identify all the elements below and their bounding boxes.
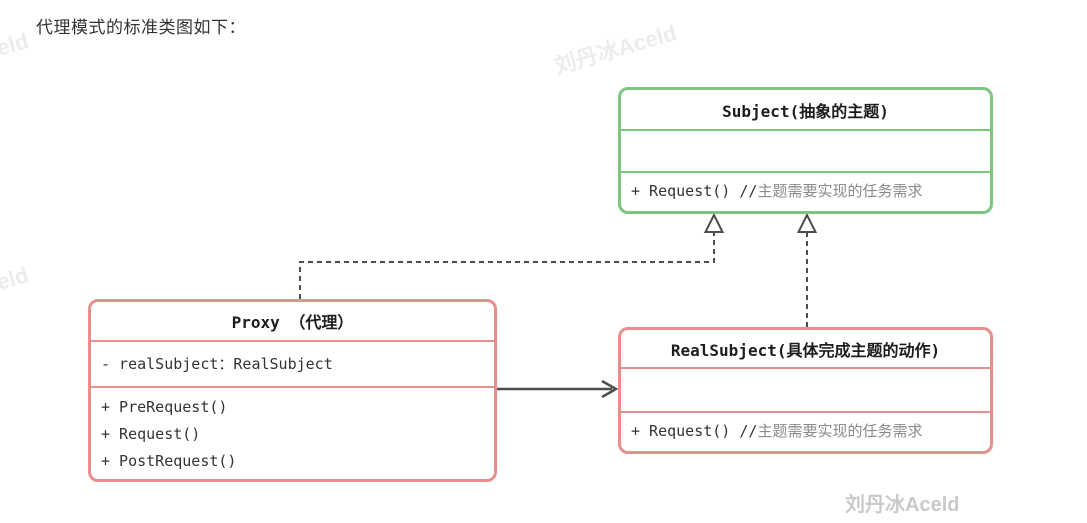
method-comment: 主题需要实现的任务需求	[757, 184, 923, 200]
realization-line-proxy-to-subject	[299, 233, 715, 299]
method-code: + Request() //	[631, 422, 758, 440]
class-attributes: - realSubject：RealSubject	[91, 340, 494, 386]
class-title: Proxy （代理）	[231, 313, 354, 332]
class-attributes-empty	[621, 367, 990, 411]
class-title: Subject(抽象的主题)	[722, 101, 889, 121]
uml-class-proxy: Proxy （代理） - realSubject：RealSubject + P…	[88, 299, 497, 482]
class-title: RealSubject(具体完成主题的动作)	[670, 340, 941, 360]
method-line: + Request()	[101, 421, 494, 448]
method-code: + PostRequest()	[101, 452, 237, 470]
method-line: + PostRequest()	[101, 448, 494, 475]
hollow-triangle-arrowhead	[796, 212, 818, 233]
method-comment: 主题需要实现的任务需求	[757, 424, 923, 440]
uml-class-subject: Subject(抽象的主题) + Request() //主题需要实现的任务需求	[618, 87, 993, 214]
method-line: + PreRequest()	[101, 394, 494, 421]
method-code: + Request()	[101, 425, 201, 443]
method-code: + Request() //	[631, 182, 758, 200]
attribute-code: - realSubject：RealSubject	[101, 354, 333, 373]
page-title: 代理模式的标准类图如下：	[36, 18, 246, 37]
hollow-triangle-arrowhead	[703, 212, 725, 233]
open-arrowhead	[601, 379, 619, 399]
method-line: + Request() //主题需要实现的任务需求	[631, 178, 990, 206]
attribute-line: - realSubject：RealSubject	[101, 351, 494, 378]
watermark-author: 刘丹冰Aceld	[845, 494, 960, 516]
class-methods: + Request() //主题需要实现的任务需求	[621, 411, 990, 451]
uml-class-realsubject: RealSubject(具体完成主题的动作) + Request() //主题需…	[618, 327, 993, 454]
method-line: + Request() //主题需要实现的任务需求	[631, 418, 990, 446]
class-methods: + Request() //主题需要实现的任务需求	[621, 171, 990, 211]
class-methods: + PreRequest() + Request() + PostRequest…	[91, 386, 494, 479]
class-attributes-empty	[621, 129, 990, 171]
method-code: + PreRequest()	[101, 398, 228, 416]
